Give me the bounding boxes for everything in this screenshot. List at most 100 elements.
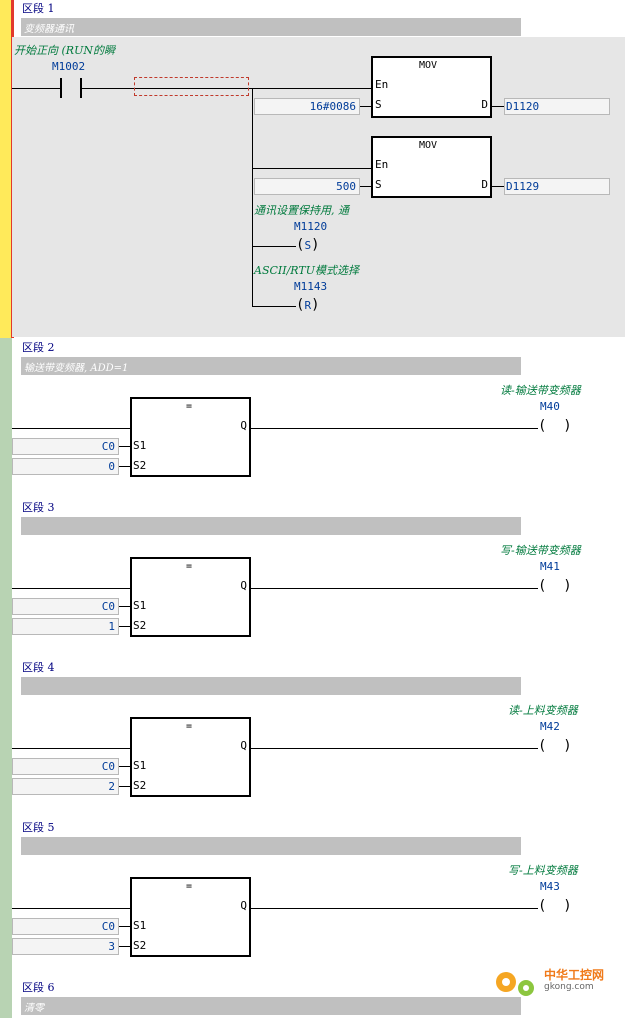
wire — [12, 748, 131, 749]
branch-wire — [252, 88, 253, 307]
network-comment-bar-2[interactable]: 输送带变频器, ADD=1 — [21, 357, 521, 375]
active-rail-highlight — [0, 0, 11, 338]
compare-block-1[interactable]: = Q S1 S2 — [130, 397, 251, 477]
wire — [251, 908, 538, 909]
wire — [360, 106, 372, 107]
q-pin: Q — [240, 899, 247, 912]
en-pin: En — [375, 78, 389, 91]
coil-address[interactable]: M40 — [540, 400, 560, 413]
s1-field[interactable]: C0 — [12, 918, 119, 935]
block-title: = — [186, 401, 193, 412]
s1-pin: S1 — [133, 759, 147, 772]
s2-field[interactable]: 1 — [12, 618, 119, 635]
s2-field[interactable]: 3 — [12, 938, 119, 955]
wire — [12, 908, 131, 909]
reset-coil[interactable]: (R) — [296, 297, 320, 313]
s1-pin: S1 — [133, 439, 147, 452]
mov2-dest-field[interactable]: D1129 — [504, 178, 610, 195]
coil-comment: 读-输送带变频器 — [500, 384, 581, 397]
wire — [119, 606, 131, 607]
coil-address[interactable]: M1120 — [294, 220, 328, 233]
wire — [251, 748, 538, 749]
s2-field[interactable]: 2 — [12, 778, 119, 795]
wire — [82, 88, 372, 89]
block-title: = — [186, 721, 193, 732]
s2-pin: S2 — [133, 939, 147, 952]
network-comment-bar-6[interactable]: 清零 — [21, 997, 521, 1015]
wire — [119, 786, 131, 787]
block-title: MOV — [419, 140, 438, 151]
watermark-url: gkong.com — [544, 982, 594, 992]
s1-field[interactable]: C0 — [12, 598, 119, 615]
coil-address[interactable]: M41 — [540, 560, 560, 573]
compare-block-2[interactable]: = Q S1 S2 — [130, 557, 251, 637]
coil-type: S — [304, 239, 312, 252]
network-comment-bar-4[interactable] — [21, 677, 521, 695]
coil-type: R — [304, 299, 312, 312]
mov1-dest-field[interactable]: D1120 — [504, 98, 610, 115]
compare-block-3[interactable]: = Q S1 S2 — [130, 717, 251, 797]
s1-field[interactable]: C0 — [12, 758, 119, 775]
wire — [492, 106, 504, 107]
wire — [12, 88, 60, 89]
contact-left-bar[interactable] — [60, 78, 62, 98]
output-coil[interactable]: ( ) — [538, 738, 572, 754]
network-label-4[interactable]: 区段 4 — [22, 661, 55, 674]
network-comment-1: 变频器通讯 — [24, 24, 74, 35]
coil-address[interactable]: M42 — [540, 720, 560, 733]
s2-field[interactable]: 0 — [12, 458, 119, 475]
network-comment-6: 清零 — [24, 1003, 44, 1014]
output-coil[interactable]: ( ) — [538, 578, 572, 594]
contact-right-bar[interactable] — [80, 78, 82, 98]
q-pin: Q — [240, 739, 247, 752]
wire — [119, 766, 131, 767]
s2-pin: S2 — [133, 619, 147, 632]
block-title: = — [186, 881, 193, 892]
mov1-source-field[interactable]: 16#0086 — [254, 98, 360, 115]
coil-address[interactable]: M43 — [540, 880, 560, 893]
s1-pin: S1 — [133, 599, 147, 612]
mov-block-2[interactable]: MOV En S D — [371, 136, 492, 198]
wire — [492, 186, 504, 187]
network-label-5[interactable]: 区段 5 — [22, 821, 55, 834]
compare-block-4[interactable]: = Q S1 S2 — [130, 877, 251, 957]
coil-comment: 写-上料变频器 — [508, 864, 578, 877]
network-comment-bar-5[interactable] — [21, 837, 521, 855]
network-label-6[interactable]: 区段 6 — [22, 981, 55, 994]
wire — [12, 428, 131, 429]
wire — [360, 186, 372, 187]
wire — [119, 946, 131, 947]
block-title: MOV — [419, 60, 438, 71]
selection-cursor[interactable] — [134, 77, 249, 96]
output-coil[interactable]: ( ) — [538, 898, 572, 914]
wire — [119, 446, 131, 447]
network-comment-2: 输送带变频器, ADD=1 — [24, 363, 129, 374]
q-pin: Q — [240, 579, 247, 592]
mov-block-1[interactable]: MOV En S D — [371, 56, 492, 118]
d-pin: D — [481, 98, 488, 111]
d-pin: D — [481, 178, 488, 191]
set-coil[interactable]: (S) — [296, 237, 320, 253]
mov2-source-field[interactable]: 500 — [254, 178, 360, 195]
wire — [251, 588, 538, 589]
network-label-2[interactable]: 区段 2 — [22, 341, 55, 354]
wire — [119, 926, 131, 927]
coil-comment: 读-上料变频器 — [508, 704, 578, 717]
coil-comment: 写-输送带变频器 — [500, 544, 581, 557]
network-label-1[interactable]: 区段 1 — [22, 2, 55, 15]
coil-address[interactable]: M1143 — [294, 280, 328, 293]
wire — [252, 306, 296, 307]
s1-field[interactable]: C0 — [12, 438, 119, 455]
network-label-3[interactable]: 区段 3 — [22, 501, 55, 514]
contact-address[interactable]: M1002 — [52, 60, 86, 73]
network-comment-bar-1[interactable]: 变频器通讯 — [21, 18, 521, 36]
q-pin: Q — [240, 419, 247, 432]
s-pin: S — [375, 98, 382, 111]
gear-logo-icon — [496, 972, 534, 996]
contact-comment: 开始正向 (RUN的瞬 — [14, 44, 115, 57]
coil-comment: 通讯设置保持用, 通 — [254, 204, 349, 217]
network-comment-bar-3[interactable] — [21, 517, 521, 535]
output-coil[interactable]: ( ) — [538, 418, 572, 434]
s2-pin: S2 — [133, 459, 147, 472]
watermark: 中华工控网 gkong.com — [490, 962, 620, 1002]
